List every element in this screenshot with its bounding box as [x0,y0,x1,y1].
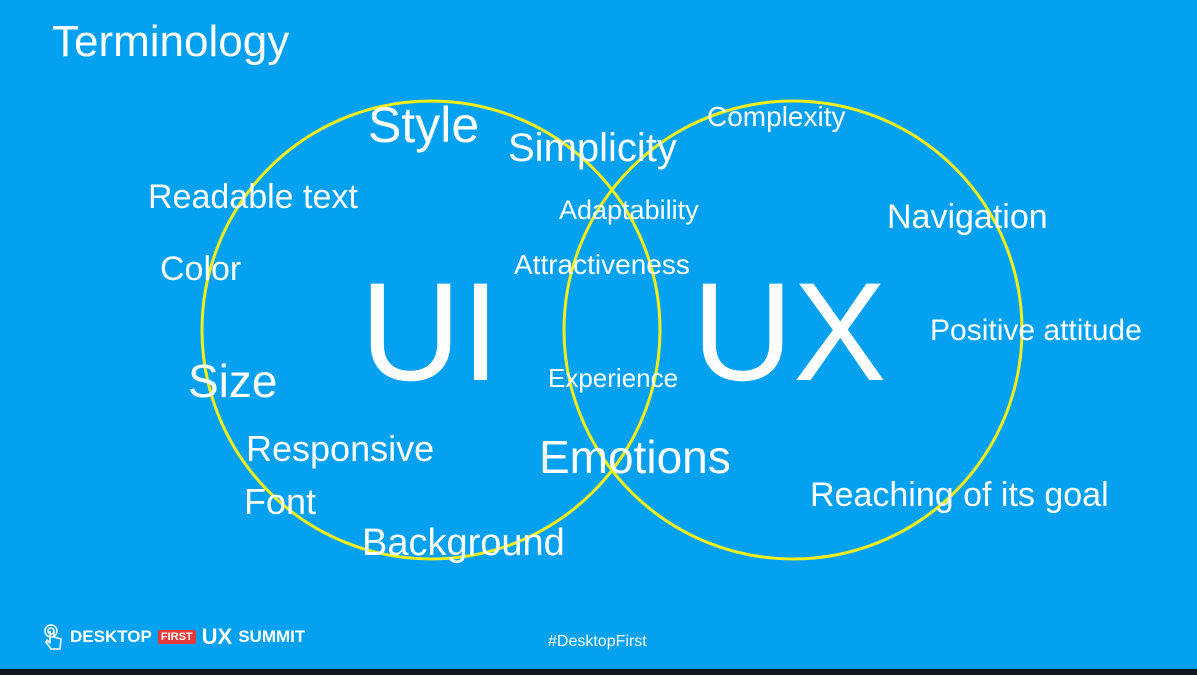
term-style: Style [368,97,480,153]
ux-circle [562,99,1024,561]
logo-ux-text: UX [201,624,233,649]
term-background: Background [362,522,565,564]
term-complexity: Complexity [707,101,846,132]
slide-title: Terminology [52,17,290,66]
term-responsive: Responsive [246,428,435,469]
ui-circle [200,99,662,561]
term-size: Size [188,355,278,407]
bottom-band [0,669,1197,675]
ui-label: UI [360,253,500,410]
ux-label: UX [692,253,887,410]
logo-summit-text: SUMMIT [238,627,306,646]
term-emotions: Emotions [539,431,731,483]
term-navigation: Navigation [887,198,1048,236]
term-reaching-goal: Reaching of its goal [810,476,1109,514]
term-simplicity: Simplicity [508,126,677,170]
term-adaptability: Adaptability [559,195,699,225]
logo-desktop-text: DESKTOP [70,627,152,646]
term-attractiveness: Attractiveness [514,249,690,280]
logo-first-badge: FIRST [157,630,196,644]
term-positive-attitude: Positive attitude [930,314,1142,347]
term-readable-text: Readable text [148,178,358,216]
event-logo: DESKTOP FIRST UX SUMMIT [42,622,305,652]
hashtag: #DesktopFirst [548,633,647,650]
term-color: Color [160,250,242,288]
term-font: Font [244,481,317,522]
touch-hand-icon [44,624,62,650]
term-experience: Experience [548,363,679,393]
